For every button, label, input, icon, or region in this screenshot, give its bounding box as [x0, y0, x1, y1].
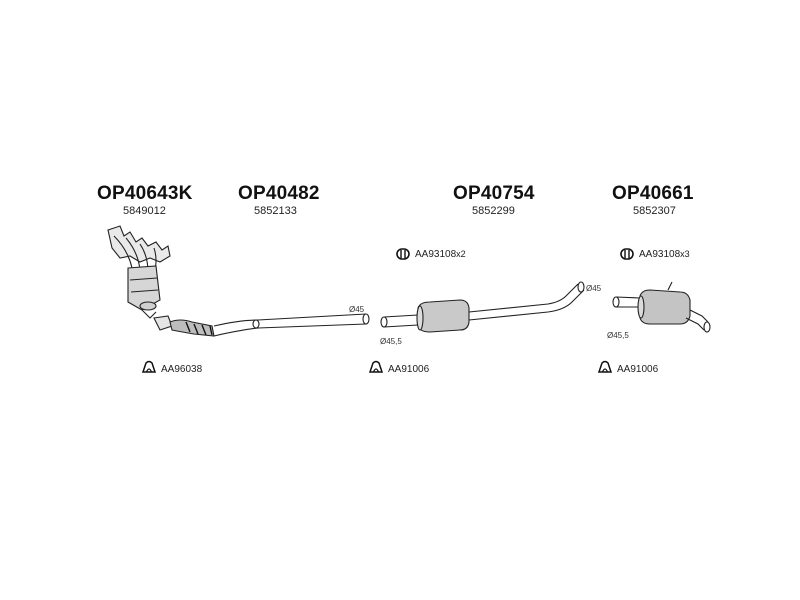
clamp-ref-middle-code: AA93108	[415, 249, 457, 260]
gasket-ref-middle: AA91006	[388, 364, 430, 375]
part-code-front-pipe: OP40482	[238, 183, 320, 204]
part-number-rear-silencer: 5852307	[633, 205, 676, 217]
rear-silencer-drawing	[612, 281, 711, 333]
part-number-middle-silencer: 5852299	[472, 205, 515, 217]
gasket-ref-rear: AA91006	[617, 364, 659, 375]
dimension-label-front-outlet: Ø45	[349, 305, 365, 314]
gasket-icon	[141, 360, 157, 373]
clamp-ref-middle-qty: x2	[456, 249, 466, 259]
part-number-front-pipe: 5852133	[254, 205, 297, 217]
dimension-label-middle-outlet: Ø45	[586, 284, 602, 293]
gasket-ref-manifold: AA96038	[161, 364, 203, 375]
part-number-manifold: 5849012	[123, 205, 166, 217]
middle-silencer-drawing	[380, 281, 585, 333]
dimension-label-middle-inlet: Ø45,5	[380, 337, 402, 346]
dimension-label-rear-inlet: Ø45,5	[607, 331, 629, 340]
clamp-ring-icon	[396, 248, 410, 260]
gasket-icon	[368, 360, 384, 373]
clamp-ref-rear-qty: x3	[680, 249, 690, 259]
clamp-ref-rear: AA93108x3	[639, 249, 690, 260]
clamp-ref-middle: AA93108x2	[415, 249, 466, 260]
part-code-manifold: OP40643K	[97, 183, 193, 204]
clamp-ring-icon	[620, 248, 634, 260]
front-pipe-drawing	[153, 313, 370, 337]
part-code-middle-silencer: OP40754	[453, 183, 535, 204]
gasket-icon	[597, 360, 613, 373]
clamp-ref-rear-code: AA93108	[639, 249, 681, 260]
exhaust-manifold-catalyst-drawing	[107, 225, 171, 319]
part-code-rear-silencer: OP40661	[612, 183, 694, 204]
